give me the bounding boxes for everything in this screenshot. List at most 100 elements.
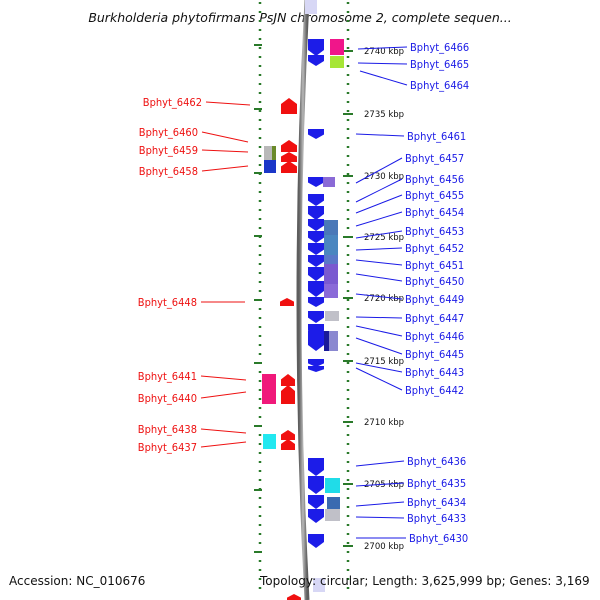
gene-label-text: Bphyt_6452: [405, 242, 464, 255]
scale-tick-label: 2730 kbp: [364, 172, 404, 182]
homology-block: [324, 235, 338, 255]
homology-block: [325, 311, 339, 321]
gene-label-text: Bphyt_6453: [405, 225, 464, 238]
gene-arrow-right: [308, 55, 324, 66]
gene-label-text: Bphyt_6446: [405, 330, 464, 343]
homology-block: [262, 374, 276, 404]
gene-label-right: Bphyt_6452: [355, 242, 464, 255]
leader-line: [355, 460, 405, 467]
gene-label-left: Bphyt_6440: [138, 391, 247, 405]
gene-label-text: Bphyt_6447: [405, 312, 464, 325]
gene-label-left: Bphyt_6458: [139, 165, 249, 178]
gene-label-right: Bphyt_6454: [355, 206, 464, 227]
gene-label-right: Bphyt_6447: [355, 312, 464, 325]
gene-arrow-right: [308, 243, 324, 255]
leader-line: [355, 194, 403, 214]
gene-label-text: Bphyt_6430: [409, 532, 468, 545]
leader-line: [200, 428, 247, 434]
gene-label-right: Bphyt_6453: [355, 225, 464, 239]
gene-label-right: Bphyt_6455: [355, 189, 464, 214]
leader-line: [355, 337, 403, 355]
gene-arrow-right: [308, 129, 324, 139]
leader-line: [355, 211, 403, 227]
gene-label-text: Bphyt_6434: [407, 496, 466, 509]
gene-label-text: Bphyt_6441: [138, 370, 197, 383]
leader-line: [355, 273, 403, 282]
gene-label-text: Bphyt_6449: [405, 293, 464, 306]
backbone-bottom-marker: [313, 578, 325, 592]
gene-label-text: Bphyt_6459: [139, 144, 198, 157]
leader-line: [355, 157, 403, 184]
gene-arrow-right: [308, 231, 324, 243]
leader-line: [355, 501, 405, 507]
leader-line: [355, 230, 403, 239]
gene-label-left: Bphyt_6448: [138, 296, 245, 309]
gene-label-left: Bphyt_6441: [138, 370, 247, 383]
leader-line: [355, 516, 405, 519]
scale-tick-label: 2735 kbp: [364, 110, 404, 120]
gene-label-right: Bphyt_6433: [355, 512, 466, 525]
gene-arrow-right: [308, 534, 324, 548]
gene-label-text: Bphyt_6455: [405, 189, 464, 202]
gene-label-text: Bphyt_6466: [410, 41, 469, 54]
homology-block: [324, 220, 338, 235]
scale-tick-label: 2740 kbp: [364, 47, 404, 57]
gene-label-left: Bphyt_6459: [139, 144, 249, 157]
gene-label-text: Bphyt_6443: [405, 366, 464, 379]
leader-line: [355, 482, 405, 487]
gene-label-text: Bphyt_6448: [138, 296, 197, 309]
gene-label-right: Bphyt_6442: [355, 367, 464, 397]
gene-arrow-right: [308, 219, 324, 231]
gene-label-left: Bphyt_6438: [138, 423, 247, 436]
chromosome-backbone: [296, 0, 310, 600]
topology-text: Topology: circular; Length: 3,625,999 bp…: [260, 574, 590, 588]
gene-arrow-right: [308, 311, 324, 323]
gene-arrow-right: [308, 297, 324, 307]
leader-line: [355, 259, 403, 266]
gene-label-right: Bphyt_6430: [356, 532, 468, 545]
leader-line: [355, 367, 403, 391]
gene-label-right: Bphyt_6443: [355, 362, 464, 379]
gene-label-right: Bphyt_6434: [355, 496, 466, 509]
gene-label-right: Bphyt_6461: [355, 130, 466, 143]
gene-label-text: Bphyt_6451: [405, 259, 464, 272]
leader-line: [201, 165, 249, 172]
gene-label-right: Bphyt_6436: [355, 455, 466, 468]
gene-label-text: Bphyt_6456: [405, 173, 464, 186]
leader-line: [359, 70, 408, 86]
leader-line: [201, 131, 249, 143]
gene-arrow-left: [280, 298, 294, 306]
gene-label-text: Bphyt_6454: [405, 206, 464, 219]
gene-label-right: Bphyt_6449: [355, 293, 464, 306]
leader-line: [200, 375, 247, 381]
gene-arrow-right: [308, 206, 324, 220]
gene-arrow-left: [281, 439, 295, 450]
gene-label-text: Bphyt_6462: [143, 96, 202, 109]
gene-label-right: Bphyt_6446: [355, 325, 464, 343]
gene-label-right: Bphyt_6457: [355, 152, 464, 184]
leader-line: [355, 362, 403, 373]
leader-line: [200, 441, 247, 448]
gene-label-text: Bphyt_6460: [139, 126, 198, 139]
gene-label-left: Bphyt_6462: [143, 96, 251, 109]
gene-label-text: Bphyt_6457: [405, 152, 464, 165]
leader-line: [357, 62, 408, 65]
gene-arrow-right: [308, 509, 324, 523]
gene-label-right: Bphyt_6435: [355, 477, 466, 490]
gene-label-right: Bphyt_6465: [357, 58, 469, 71]
gene-label-text: Bphyt_6435: [407, 477, 466, 490]
homology-block: [263, 434, 276, 449]
chromosome-title: Burkholderia phytofirmans PsJN chromosom…: [88, 10, 512, 25]
gene-label-text: Bphyt_6433: [407, 512, 466, 525]
gene-label-text: Bphyt_6442: [405, 384, 464, 397]
gene-label-left: Bphyt_6437: [138, 441, 247, 454]
gene-label-text: Bphyt_6465: [410, 58, 469, 71]
gene-arrow-right: [308, 39, 324, 56]
homology-block: [264, 146, 272, 160]
scale-tick-label: 2725 kbp: [364, 233, 404, 243]
scale-tick-label: 2710 kbp: [364, 418, 404, 428]
leader-line: [200, 391, 247, 399]
backbone-top-marker: [305, 0, 317, 14]
gene-arrow-right: [308, 331, 324, 351]
leader-line: [355, 247, 403, 251]
